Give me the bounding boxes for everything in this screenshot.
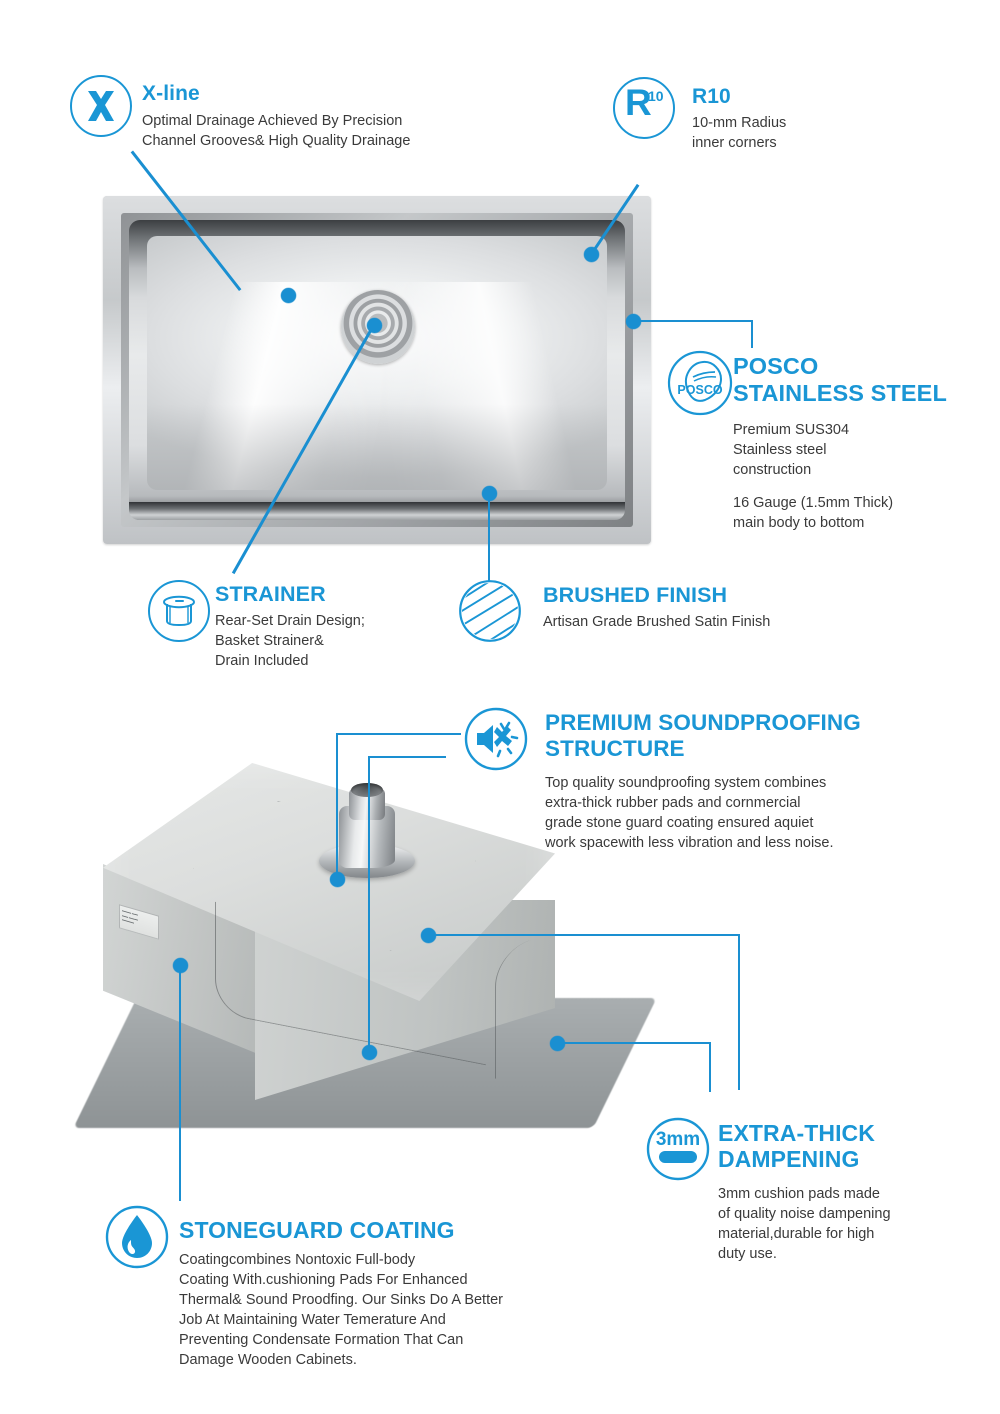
callout-strainer: STRAINER Rear-Set Drain Design; Basket S… [215,582,455,671]
connector-soundproof-v1 [336,733,339,876]
callout-stoneguard: STONEGUARD COATING Coatingcombines Nonto… [179,1217,599,1370]
connector-soundproof-h1 [336,733,461,736]
3mm-pad-icon: 3mm [646,1117,710,1181]
mute-speaker-icon [464,707,528,771]
xline-body: Optimal Drainage Achieved By Precision C… [142,112,411,149]
connector-dot-xline [281,288,296,303]
callout-r10: R10 10-mm Radius inner corners [692,85,922,153]
brushed-finish-icon [459,580,521,642]
xline-icon-circle [70,75,132,137]
callout-soundproofing: PREMIUM SOUNDPROOFING STRUCTURE Top qual… [545,710,945,853]
r10-body: 10-mm Radius inner corners [692,114,787,151]
connector-soundproof-h2 [368,756,446,759]
posco-title: POSCO STAINLESS STEEL [733,353,947,407]
connector-dampening-v [709,1042,712,1092]
connector-posco-h [640,320,753,323]
dampening-title: EXTRA-THICK DAMPENING [718,1120,875,1173]
stoneguard-icon-wrap [105,1205,169,1269]
connector-brushed-v [488,493,491,581]
xline-title: X-line [142,82,200,105]
dampening-icon-text: 3mm [656,1129,700,1150]
strainer-icon-circle [148,580,210,642]
sink-underside-image: ▬▬▬ ▬▬▬▬ ▬▬▬▬▬▬▬ [73,760,657,1160]
brushed-body: Artisan Grade Brushed Satin Finish [543,614,771,631]
callout-dampening: EXTRA-THICK DAMPENING 3mm cushion pads m… [718,1120,948,1264]
strainer-body: Rear-Set Drain Design; Basket Strainer& … [215,613,365,670]
sink-drain-pipe [319,783,415,878]
connector-stoneguard-v [179,965,182,1201]
callout-xline: X-line Optimal Drainage Achieved By Prec… [142,82,472,151]
posco-logo-icon: POSCO [667,350,733,416]
connector-dot-underside-top [421,928,436,943]
posco-body-1: Premium SUS304 Stainless steel construct… [733,422,850,479]
stoneguard-body: Coatingcombines Nontoxic Full-body Coati… [179,1251,503,1368]
posco-body-2: 16 Gauge (1.5mm Thick) main body to bott… [733,495,894,532]
soundproof-icon-wrap [464,707,528,771]
brushed-icon-wrap [459,580,521,642]
soundproofing-title: PREMIUM SOUNDPROOFING STRUCTURE [545,710,861,762]
r10-icon-circle: R 10 [613,77,675,139]
connector-dot-dampening [550,1036,565,1051]
connector-underside-top-v [738,934,741,1090]
connector-posco-v [751,320,754,348]
x-letter-icon [88,91,114,121]
connector-dot-soundproof-top [330,872,345,887]
connector-soundproof-v2 [368,756,371,1049]
connector-dot-strainer [367,318,382,333]
callout-posco: POSCO STAINLESS STEEL Premium SUS304 Sta… [733,353,995,533]
water-drop-icon [105,1205,169,1269]
brushed-title: BRUSHED FINISH [543,583,728,607]
posco-icon-wrap: POSCO [667,350,733,416]
r10-title: R10 [692,85,731,108]
soundproofing-body: Top quality soundproofing system combine… [545,775,834,852]
connector-dot-soundproof-front [362,1045,377,1060]
dampening-body: 3mm cushion pads made of quality noise d… [718,1185,891,1262]
r10-letter: R [625,82,652,123]
connector-dot-r10 [584,247,599,262]
strainer-title: STRAINER [215,582,326,606]
stoneguard-title: STONEGUARD COATING [179,1217,455,1243]
connector-dot-posco [626,314,641,329]
callout-brushed: BRUSHED FINISH Artisan Grade Brushed Sat… [543,583,903,632]
sink-front-edge [129,502,625,520]
connector-underside-top-h [434,934,740,937]
basket-strainer-icon [163,595,195,627]
drain-pipe-opening [351,783,383,797]
dampening-icon-wrap: 3mm [646,1117,710,1181]
sink-basin [147,236,607,490]
sink-top-view-image [103,196,651,544]
connector-dampening-h [563,1042,711,1045]
posco-logo-text: POSCO [677,383,722,397]
r10-superscript: 10 [648,88,664,104]
